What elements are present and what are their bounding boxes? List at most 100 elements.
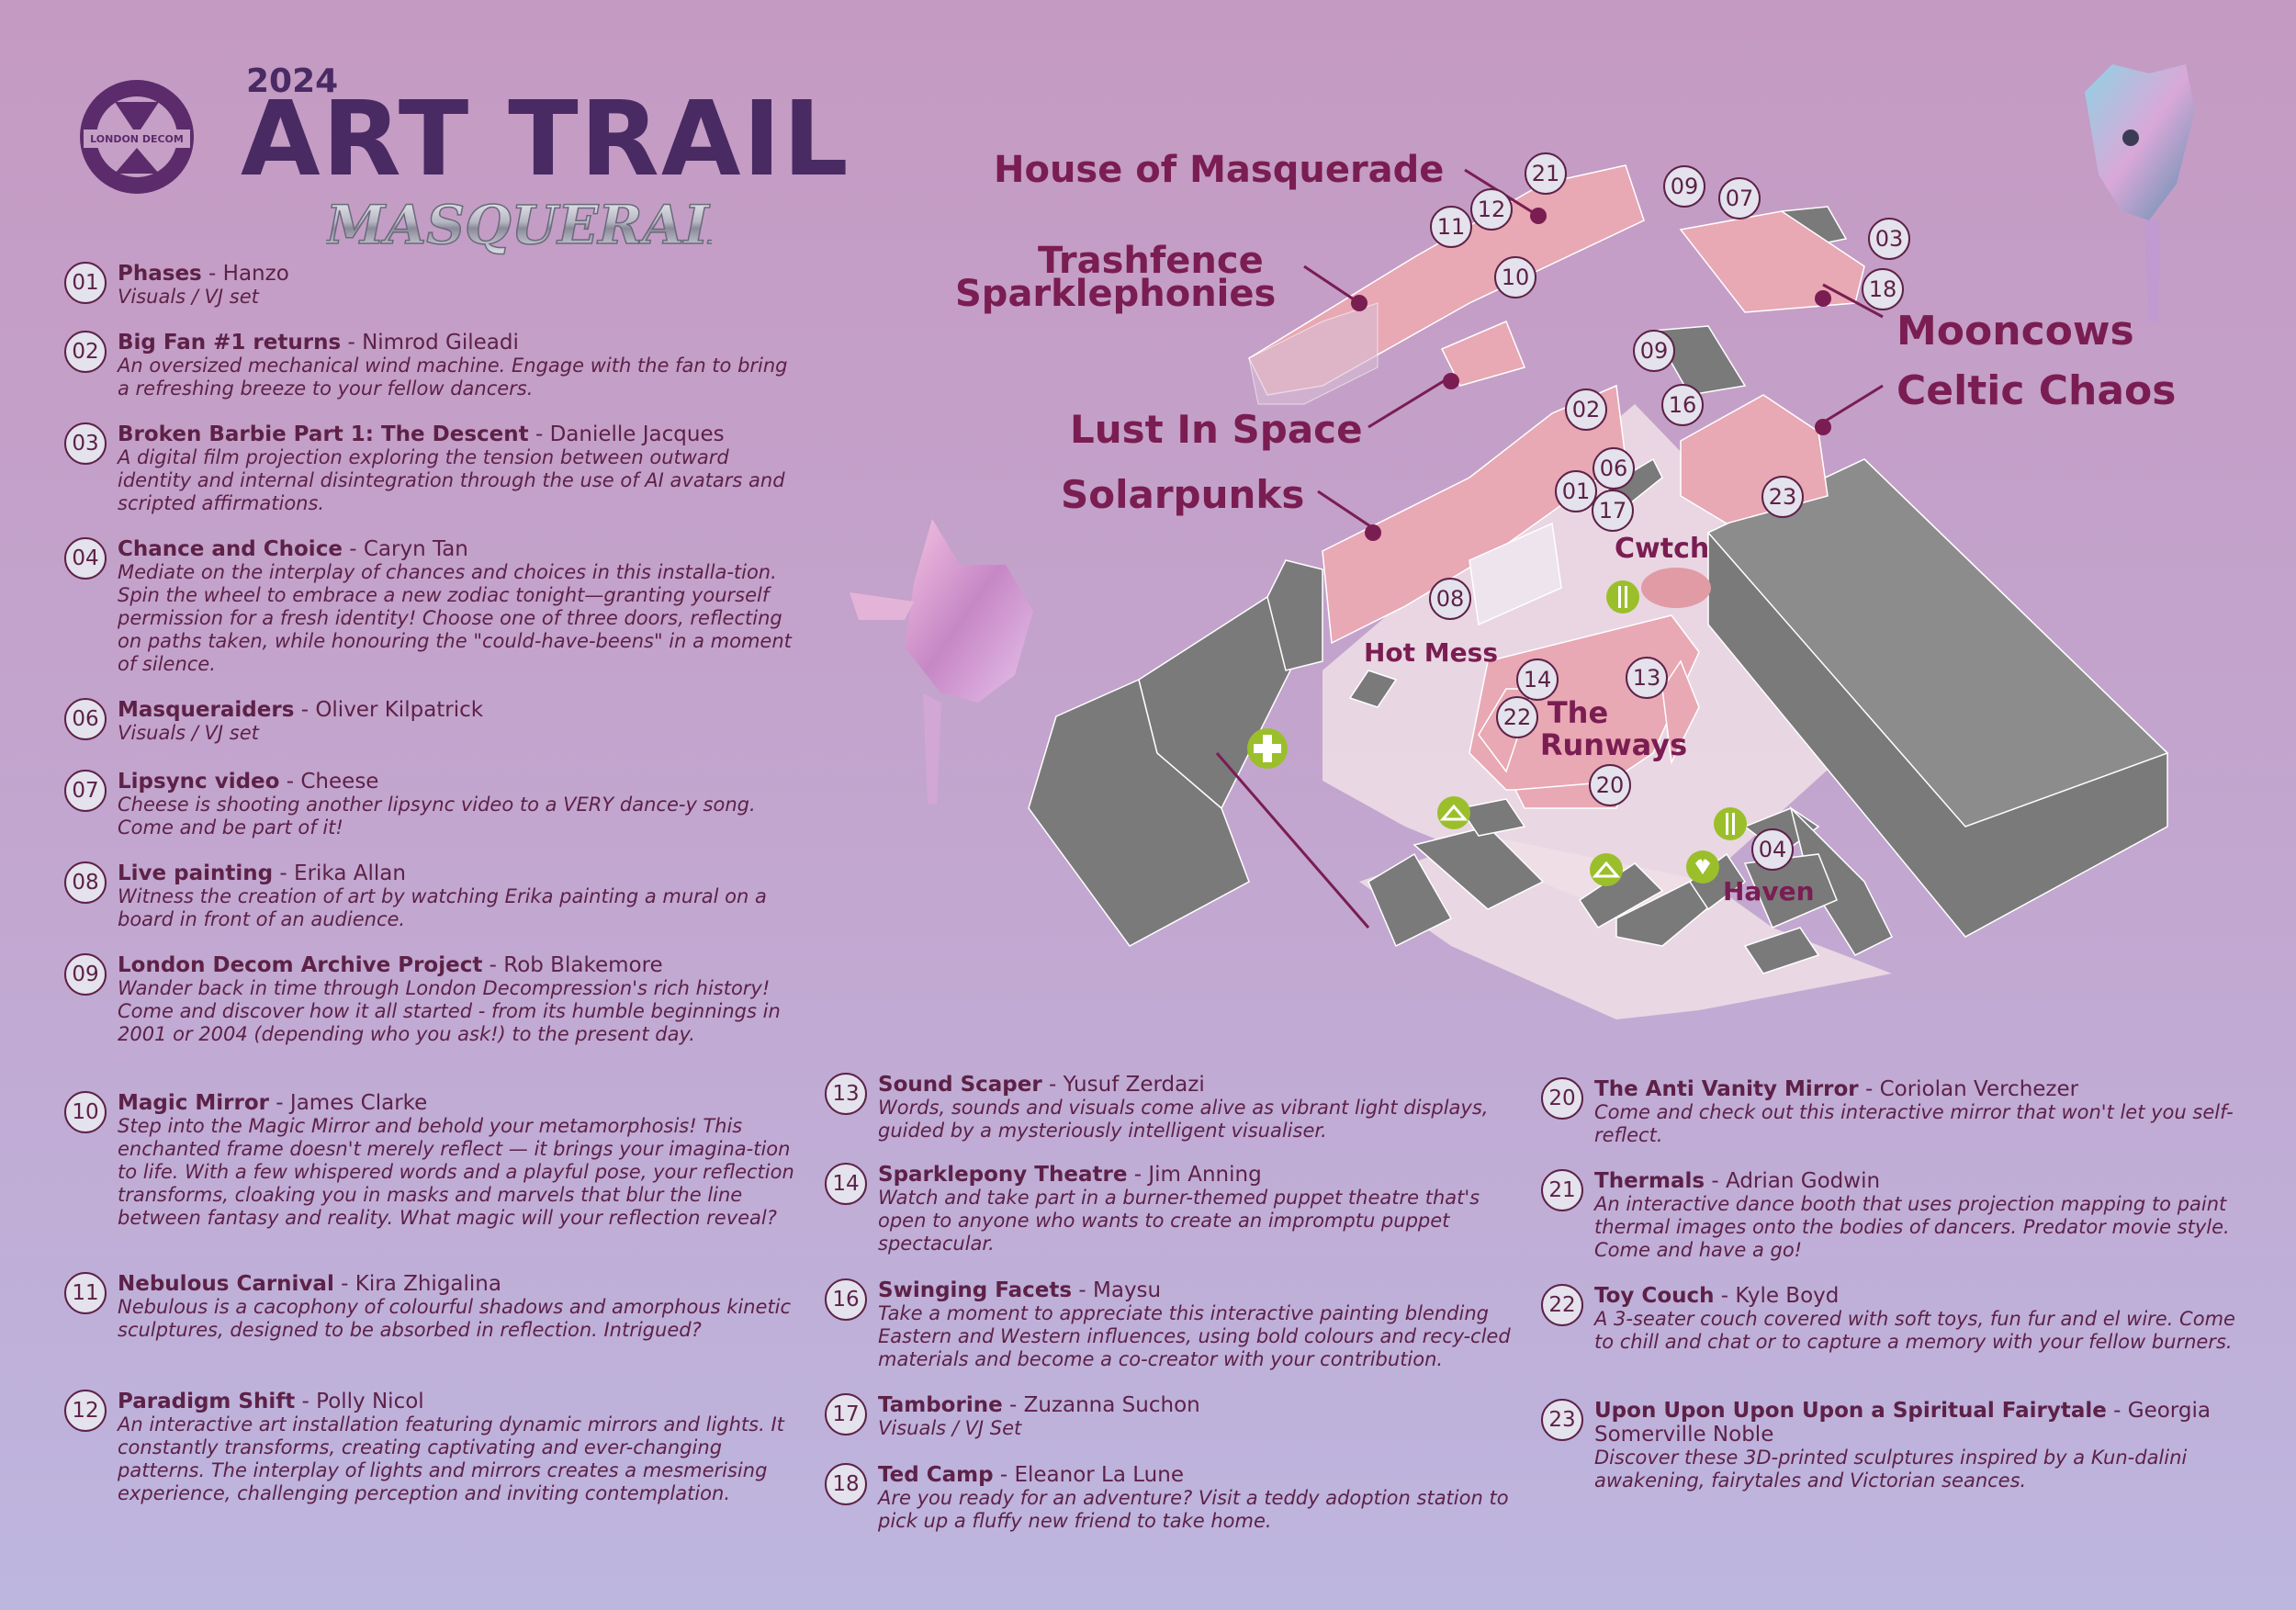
entry-description: Words, sounds and visuals come alive as … [878,1097,1489,1142]
entry-description: Visuals / VJ Set [878,1417,1022,1439]
entry-title: London Decom Archive Project [118,953,483,977]
map-marker: 07 [1718,177,1761,220]
map-marker: 20 [1589,764,1631,806]
entry-number: 10 [64,1091,107,1133]
map-marker: 23 [1761,476,1804,518]
map-marker: 22 [1496,696,1538,738]
entry-number: 04 [64,537,107,580]
entry-number: 01 [64,262,107,304]
entry-heading: Live painting - Erika Allan [118,861,406,885]
entry-title: Toy Couch [1594,1284,1715,1308]
entry-artist: Danielle Jacques [549,422,725,446]
entry-artist: Zuzanna Suchon [1023,1393,1200,1417]
entry-number: 23 [1541,1399,1583,1441]
entry-heading: Chance and Choice - Caryn Tan [118,537,468,561]
map-marker: 14 [1516,659,1559,701]
area-label-cwtch: Cwtch [1615,533,1709,565]
entry-title: Chance and Choice [118,537,343,561]
entry-artist: Rob Blakemore [503,953,663,977]
entry-heading: Lipsync video - Cheese [118,770,379,794]
zone-label-trashfence: Trashfence [1038,240,1264,282]
entry-artist: Maysu [1093,1278,1162,1302]
svg-text:16: 16 [1669,392,1697,418]
entry-title: Masqueraiders [118,698,295,722]
entry-number: 13 [825,1073,867,1115]
map-marker: 11 [1430,206,1472,248]
entry-number: 16 [825,1278,867,1321]
hot-mess-structure [1469,522,1562,626]
gray-buildings [1028,206,2169,974]
entry-artist: Caryn Tan [363,537,468,561]
area-label-runways-1: The [1548,695,1608,730]
cloakroom-icon [1590,853,1623,886]
entry-artist: Adrian Godwin [1726,1169,1881,1193]
area-label-haven: Haven [1723,876,1815,906]
entry-artist: Hanzo [222,262,289,286]
cloakroom-icon [1437,796,1470,829]
entry-artist: Oliver Kilpatrick [315,698,484,722]
entry-title: Nebulous Carnival [118,1272,334,1296]
map-marker: 18 [1862,268,1904,310]
entry-heading: Big Fan #1 returns - Nimrod Gileadi [118,331,519,355]
svg-text:07: 07 [1726,186,1754,211]
svg-text:17: 17 [1599,498,1627,524]
entry-title: Paradigm Shift [118,1390,296,1413]
map-marker: 09 [1633,330,1675,372]
entry-heading: Paradigm Shift - Polly Nicol [118,1390,424,1413]
svg-text:13: 13 [1633,665,1661,691]
welfare-icon [1686,850,1719,884]
entry-description: Discover these 3D-printed sculptures ins… [1594,1447,2188,1492]
svg-text:06: 06 [1600,456,1628,481]
entry-description: A 3-seater couch covered with soft toys,… [1594,1308,2235,1353]
svg-text:18: 18 [1869,276,1897,302]
zone-label-sparklephonies: Sparklephonies [955,273,1276,315]
entry-title: Ted Camp [878,1463,994,1487]
entry-artist: Kyle Boyd [1735,1284,1840,1308]
entry-title: Big Fan #1 returns [118,331,342,355]
entry-number: 07 [64,770,107,812]
svg-text:10: 10 [1502,265,1530,290]
entry-artist: Yusuf Zerdazi [1063,1073,1205,1097]
entry-number: 06 [64,698,107,740]
map-marker: 17 [1592,490,1634,532]
entry-heading: Toy Couch - Kyle Boyd [1594,1284,1840,1308]
entry-heading: Phases - Hanzo [118,262,289,286]
zone-label-celtic-chaos: Celtic Chaos [1896,367,2176,414]
entry-artist: Coriolan Verchezer [1879,1077,2079,1101]
entry-title: Broken Barbie Part 1: The Descent [118,422,529,446]
map-marker: 02 [1565,388,1607,431]
entry-description: Witness the creation of art by watching … [118,885,767,930]
entry-heading: Swinging Facets - Maysu [878,1278,1162,1302]
entry-description: An interactive art installation featurin… [118,1413,784,1504]
svg-text:04: 04 [1759,837,1787,862]
svg-text:22: 22 [1503,704,1532,730]
entry-heading: Masqueraiders - Oliver Kilpatrick [118,698,484,722]
map-marker: 06 [1593,447,1635,490]
entry-description: Take a moment to appreciate this interac… [878,1302,1511,1370]
entry-number: 21 [1541,1169,1583,1211]
svg-text:08: 08 [1436,586,1465,612]
entry-number: 03 [64,422,107,465]
entry-artist: Eleanor La Lune [1014,1463,1184,1487]
entry-artist: Polly Nicol [316,1390,424,1413]
zone-label-lust-in-space: Lust In Space [1070,407,1363,452]
entry-description: Watch and take part in a burner-themed p… [878,1187,1480,1255]
svg-text:23: 23 [1769,484,1797,510]
svg-text:09: 09 [1640,338,1669,364]
